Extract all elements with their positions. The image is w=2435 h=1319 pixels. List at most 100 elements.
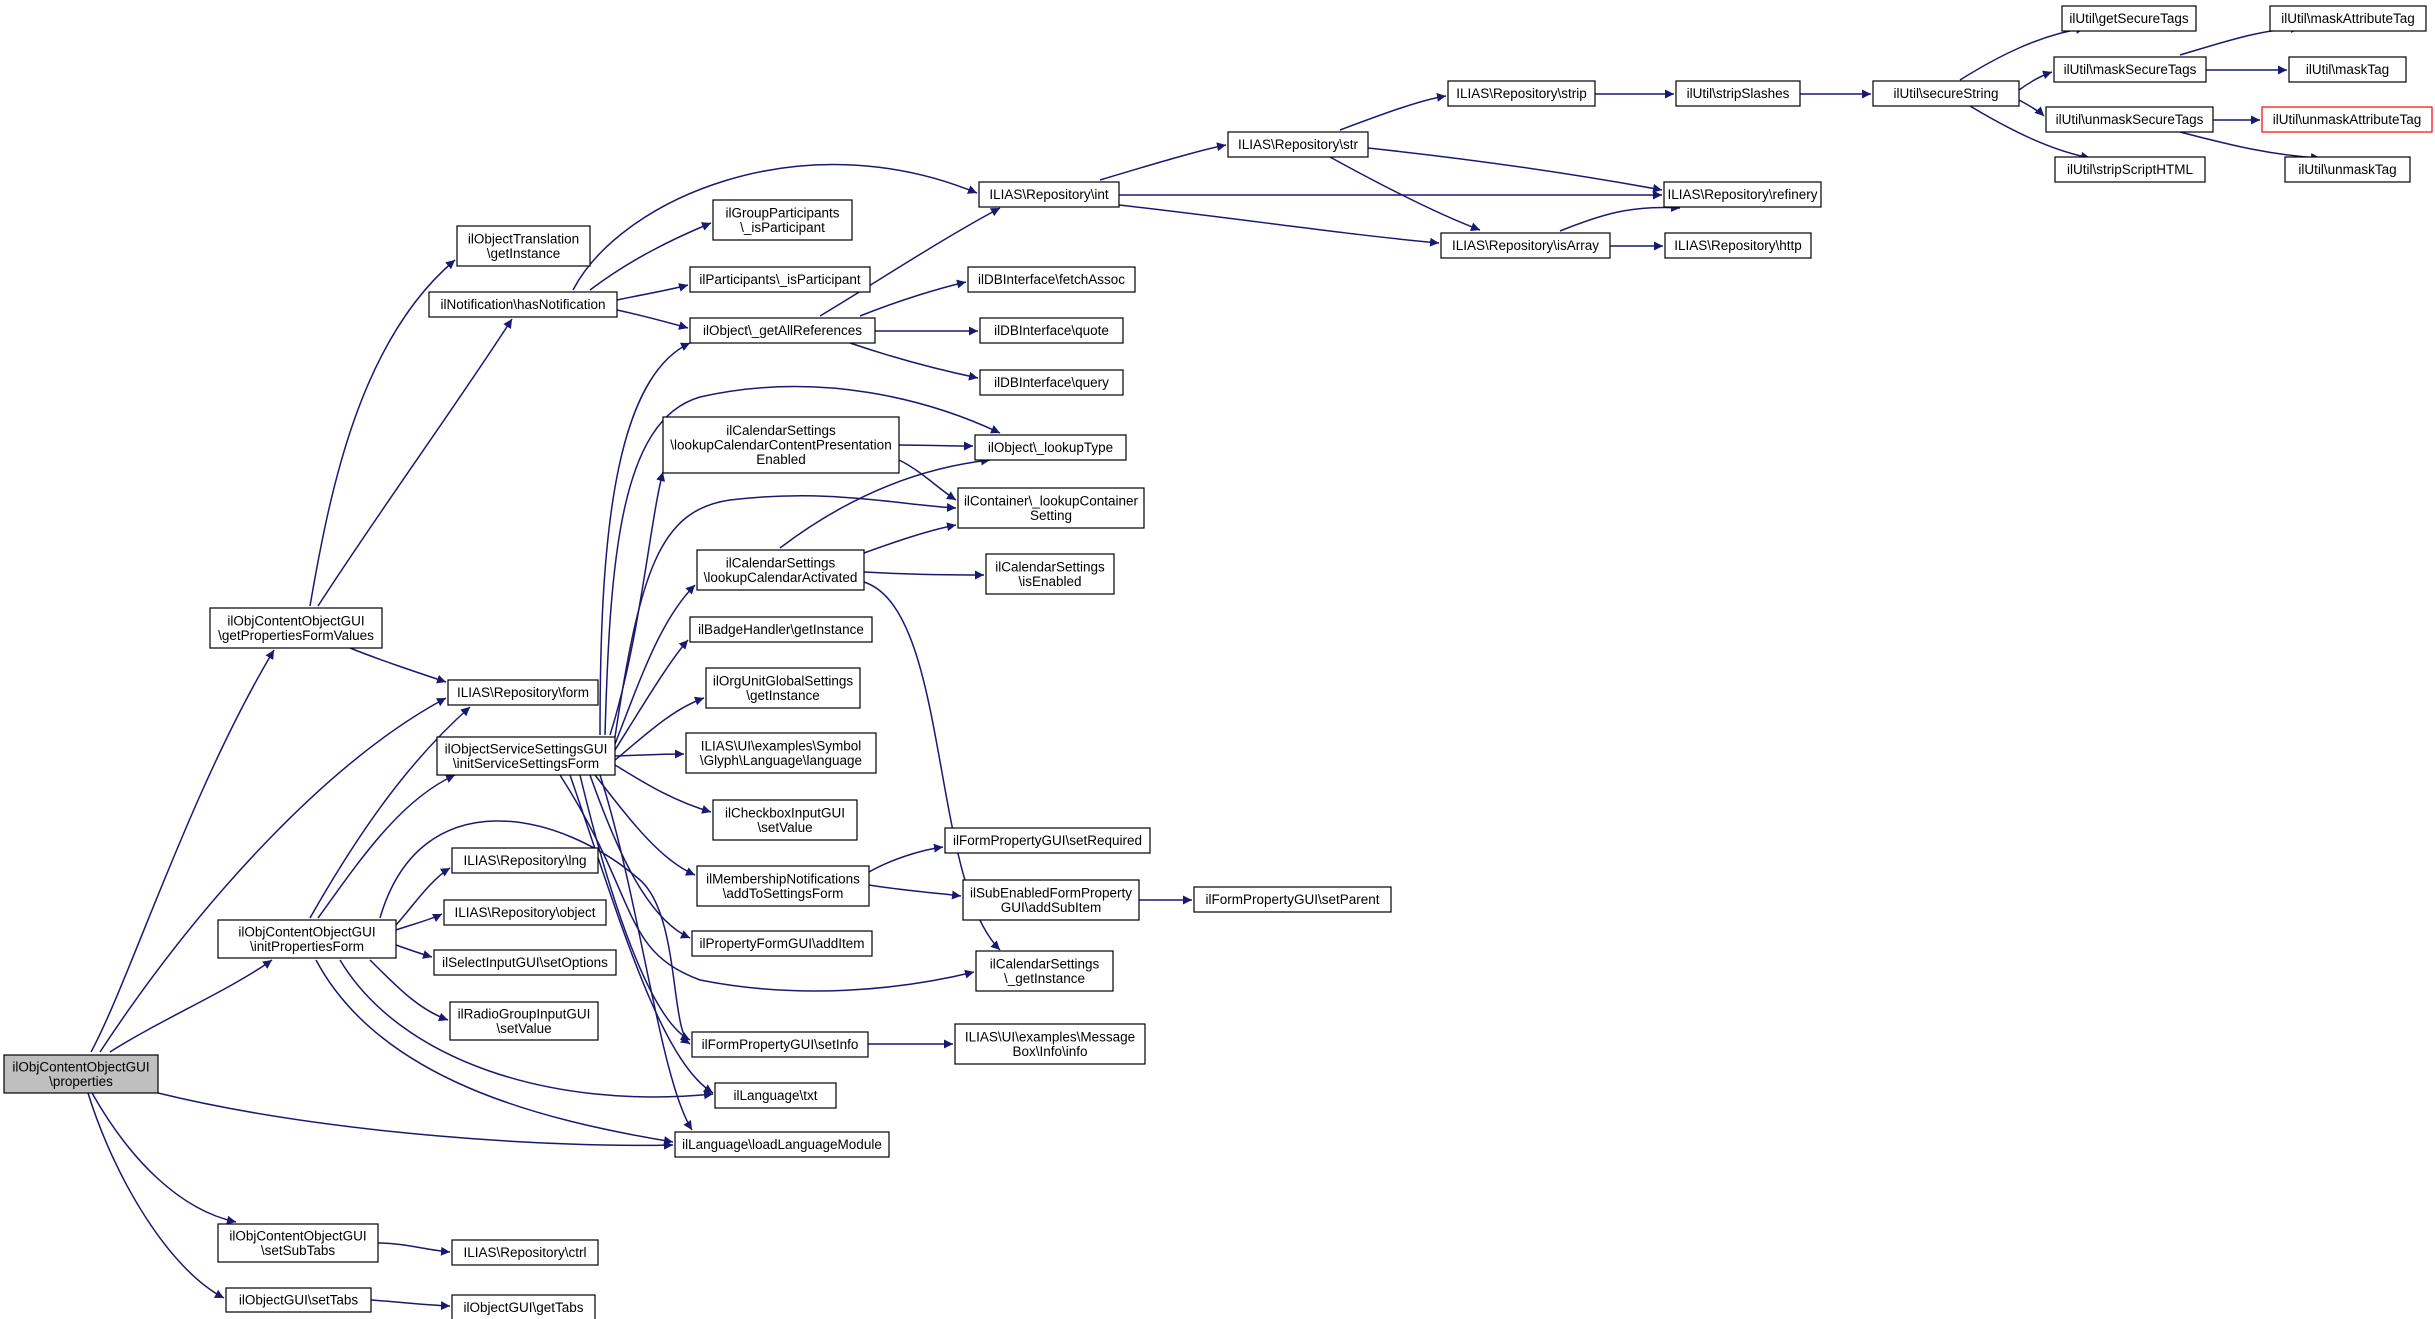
call-node[interactable]: ILIAS\Repository\form	[447, 679, 599, 706]
call-node[interactable]: ilRadioGroupInputGUI\setValue	[449, 1001, 599, 1041]
call-node[interactable]: ilObjContentObjectGUI\setSubTabs	[217, 1223, 379, 1263]
call-node[interactable]: ilUtil\getSecureTags	[2061, 5, 2197, 32]
edge-n8-to-n38	[559, 774, 975, 992]
edge-n4-to-n14	[370, 1299, 451, 1311]
node-box	[696, 865, 870, 907]
call-node[interactable]: ilParticipants\_isParticipant	[689, 266, 871, 293]
node-label: ilLanguage\loadLanguageModule	[682, 1137, 882, 1152]
node-box	[696, 549, 865, 591]
node-label: ilNotification\hasNotification	[440, 297, 605, 312]
call-node[interactable]: ilUtil\maskAttributeTag	[2269, 5, 2427, 32]
call-node[interactable]: ilObjectGUI\setTabs	[225, 1287, 372, 1313]
call-node[interactable]: ILIAS\UI\examples\Symbol\Glyph\Language\…	[685, 732, 877, 774]
node-label: Enabled	[756, 452, 806, 467]
call-node[interactable]: ilCalendarSettings\lookupCalendarContent…	[662, 416, 900, 474]
node-label: ilCalendarSettings	[995, 559, 1105, 574]
node-label: ilBadgeHandler\getInstance	[698, 622, 864, 637]
node-label: ILIAS\Repository\int	[989, 187, 1109, 202]
call-node[interactable]: ilLanguage\loadLanguageModule	[674, 1131, 890, 1158]
call-node[interactable]: ilUtil\unmaskAttributeTag	[2261, 106, 2433, 133]
node-label: \addToSettingsForm	[723, 886, 844, 901]
call-node[interactable]: ilLanguage\txt	[714, 1082, 837, 1109]
call-node[interactable]: ilUtil\maskSecureTags	[2053, 56, 2207, 83]
edge-n41-to-n45	[1367, 147, 1663, 193]
call-node[interactable]: ILIAS\Repository\int	[978, 181, 1120, 208]
call-node[interactable]: ilCalendarSettings\_getInstance	[975, 950, 1114, 992]
call-node[interactable]: ilDBInterface\quote	[979, 317, 1124, 344]
call-node[interactable]: ilUtil\stripSlashes	[1675, 80, 1801, 107]
node-box	[3, 1054, 159, 1094]
node-label: ILIAS\Repository\strip	[1456, 86, 1587, 101]
call-node[interactable]: ilUtil\stripScriptHTML	[2054, 156, 2206, 183]
edge-n0-to-n28	[157, 1092, 674, 1150]
edge-n46-to-n45	[1559, 202, 1681, 232]
edge-n29-to-n41	[1099, 142, 1227, 181]
call-node[interactable]: ilMembershipNotifications\addToSettingsF…	[696, 865, 870, 907]
node-label: ILIAS\Repository\lng	[463, 853, 586, 868]
edge-n2-to-n27	[339, 959, 714, 1100]
node-label: GUI\addSubItem	[1001, 900, 1102, 915]
call-node[interactable]: ILIAS\Repository\ctrl	[451, 1239, 599, 1266]
call-node[interactable]: ILIAS\Repository\strip	[1447, 80, 1596, 107]
call-node[interactable]: ilFormPropertyGUI\setParent	[1193, 886, 1392, 913]
call-node[interactable]: ilObjectGUI\getTabs	[451, 1294, 596, 1319]
node-label: ilSubEnabledFormProperty	[970, 885, 1132, 900]
node-label: ilUtil\secureString	[1893, 86, 1998, 101]
call-node[interactable]: ilUtil\unmaskSecureTags	[2045, 106, 2214, 133]
call-node[interactable]: ilOrgUnitGlobalSettings\getInstance	[705, 667, 861, 709]
node-box	[433, 949, 617, 976]
node-label: ilObjectTranslation	[468, 231, 579, 246]
node-label: ilCalendarSettings	[990, 956, 1100, 971]
call-node[interactable]: ilDBInterface\fetchAssoc	[967, 266, 1136, 293]
call-node[interactable]: ilGroupParticipants\_isParticipant	[712, 199, 853, 241]
edge-n6-to-n17	[616, 309, 689, 330]
call-node[interactable]: ILIAS\Repository\isArray	[1440, 232, 1611, 259]
node-box	[967, 266, 1136, 293]
call-node[interactable]: ILIAS\Repository\object	[443, 899, 607, 926]
edge-n8-to-n28	[599, 774, 693, 1131]
node-box	[689, 317, 876, 344]
call-node[interactable]: ilDBInterface\query	[979, 369, 1124, 396]
call-node[interactable]: ilCheckboxInputGUI\setValue	[712, 799, 858, 841]
node-label: ilObjContentObjectGUI	[12, 1059, 149, 1074]
root-node[interactable]: ilObjContentObjectGUI\properties	[3, 1054, 159, 1094]
call-node[interactable]: ilPropertyFormGUI\addItem	[691, 930, 873, 957]
call-node[interactable]: ILIAS\Repository\http	[1664, 232, 1812, 259]
call-node[interactable]: ilBadgeHandler\getInstance	[689, 616, 873, 643]
call-node[interactable]: ilSelectInputGUI\setOptions	[433, 949, 617, 976]
call-node[interactable]: ILIAS\Repository\str	[1227, 131, 1369, 158]
edge-n41-to-n42	[1339, 92, 1447, 131]
call-node[interactable]: ilNotification\hasNotification	[428, 291, 618, 318]
call-node[interactable]: ilObjectServiceSettingsGUI\initServiceSe…	[436, 736, 616, 776]
edge-n44-to-n49	[2018, 70, 2053, 91]
call-node[interactable]: ILIAS\Repository\lng	[451, 847, 599, 874]
call-node[interactable]: ilFormPropertyGUI\setInfo	[691, 1031, 869, 1058]
node-box	[689, 616, 873, 643]
call-node[interactable]: ilCalendarSettings\isEnabled	[985, 553, 1115, 595]
call-node[interactable]: ilCalendarSettings\lookupCalendarActivat…	[696, 549, 865, 591]
call-node[interactable]: ilObject\_lookupType	[974, 434, 1127, 461]
call-node[interactable]: ilUtil\maskTag	[2288, 56, 2407, 83]
call-node[interactable]: ilObjectTranslation\getInstance	[456, 225, 591, 267]
node-label: ilUtil\getSecureTags	[2069, 11, 2189, 26]
call-node[interactable]: ilUtil\secureString	[1872, 80, 2020, 107]
edge-n44-to-n50	[2018, 99, 2045, 117]
call-node[interactable]: ilFormPropertyGUI\setRequired	[944, 827, 1151, 854]
edge-n2-to-n10	[395, 913, 443, 931]
call-node[interactable]: ilObject\_getAllReferences	[689, 317, 876, 344]
node-label: ilUtil\unmaskTag	[2298, 162, 2396, 177]
node-label: ILIAS\Repository\form	[457, 685, 589, 700]
call-node[interactable]: ilUtil\unmaskTag	[2284, 156, 2411, 183]
node-box	[944, 827, 1151, 854]
call-node[interactable]: ilObjContentObjectGUI\getPropertiesFormV…	[209, 607, 383, 649]
call-node[interactable]: ilObjContentObjectGUI\initPropertiesForm	[217, 919, 397, 959]
edge-n8-to-n34	[614, 495, 957, 738]
node-label: ILIAS\Repository\refinery	[1667, 187, 1817, 202]
node-label: \setValue	[496, 1021, 551, 1036]
call-node[interactable]: ILIAS\Repository\refinery	[1663, 181, 1822, 208]
node-box	[456, 225, 591, 267]
edge-n8-to-n24	[594, 774, 696, 876]
